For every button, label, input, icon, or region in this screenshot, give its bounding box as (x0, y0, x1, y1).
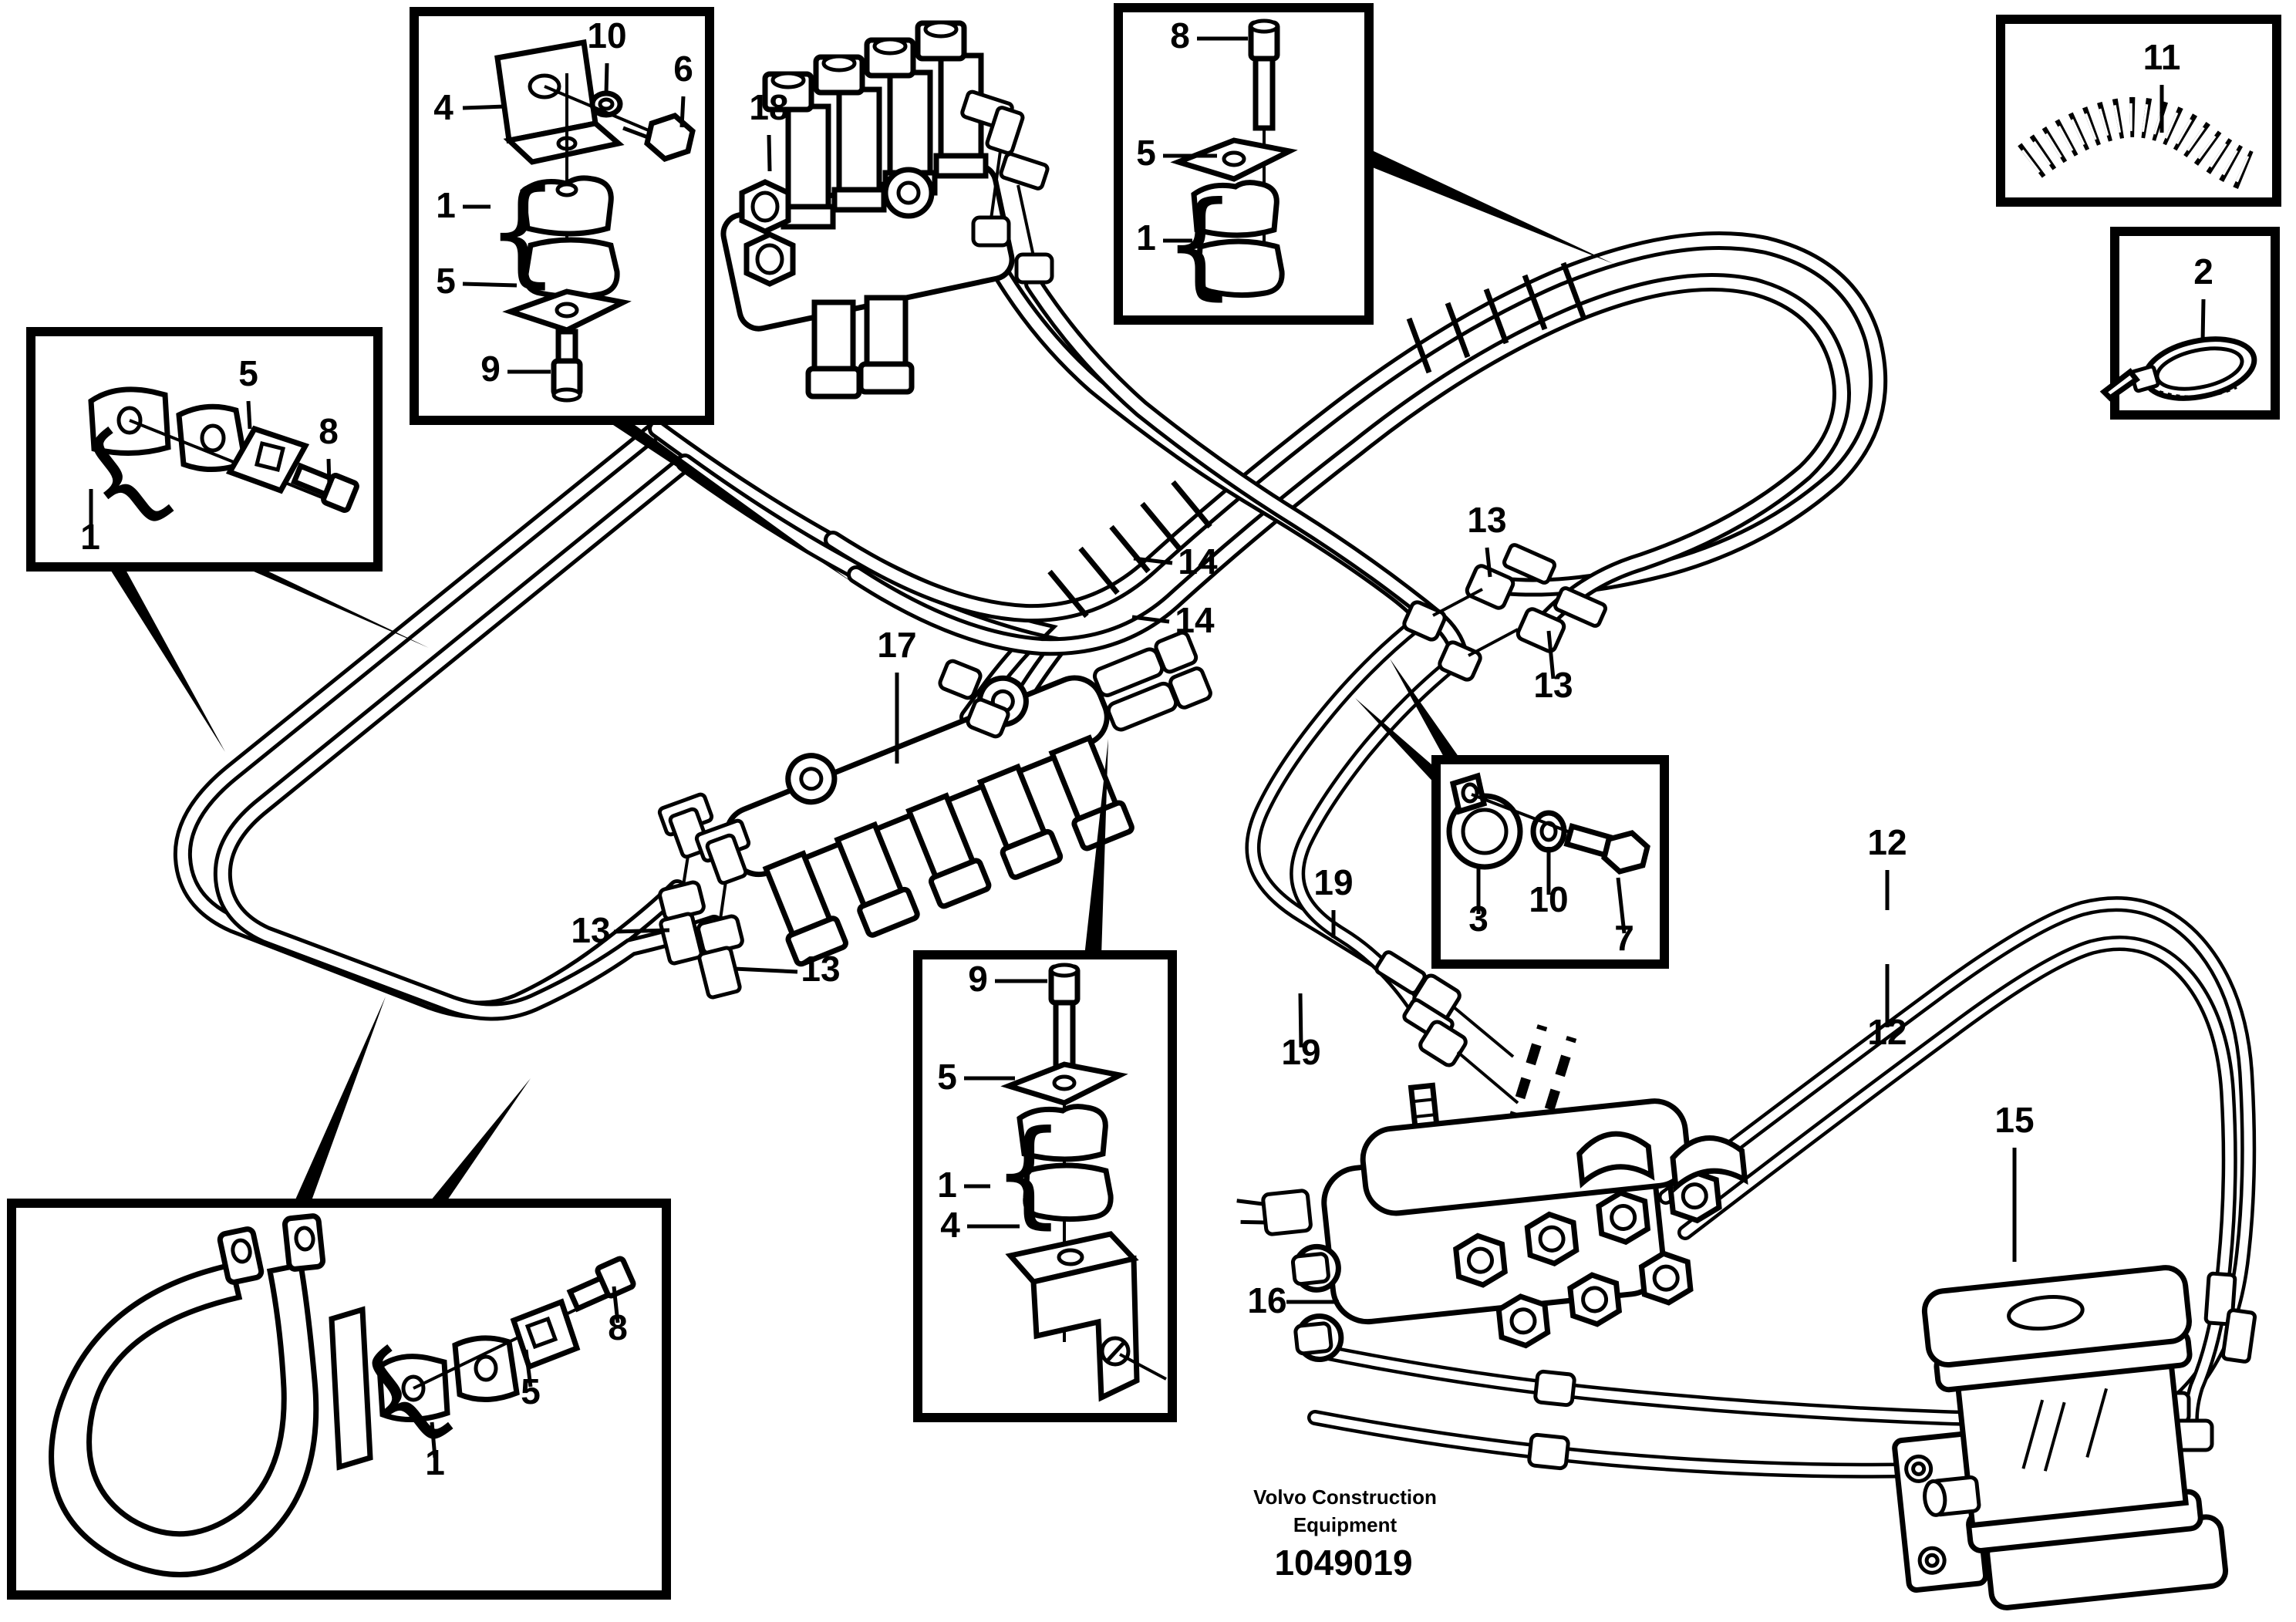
callout-leader-5-6 (246, 400, 252, 430)
brace-box-c: { (1163, 177, 1236, 312)
hose-fittings (658, 543, 2257, 1471)
callout-leader-14-16 (1131, 615, 1170, 624)
callout-leader-4-0 (462, 104, 506, 110)
callout-leader-7-24 (1616, 877, 1627, 934)
callout-leader-10-1 (604, 62, 609, 95)
callout-4-0: 4 (433, 87, 453, 127)
reservoir-15 (1892, 1265, 2229, 1610)
callout-1-35: 1 (425, 1442, 445, 1482)
callout-7-24: 7 (1614, 918, 1634, 958)
callout-1-3: 1 (436, 185, 456, 225)
callout-5-36: 5 (521, 1371, 541, 1411)
footer-company-line1: Volvo Construction (1253, 1485, 1437, 1509)
callout-5-10: 5 (1136, 133, 1156, 173)
callout-8-37: 8 (608, 1307, 628, 1347)
hose-runs (183, 241, 2248, 1471)
callout-leader-8-37 (612, 1286, 620, 1324)
callout-leader-18-12 (767, 134, 772, 172)
callout-3-22: 3 (1468, 899, 1489, 939)
callout-13-19: 13 (801, 949, 840, 989)
callout-18-12: 18 (749, 87, 788, 127)
valve16-top-guards (1576, 1131, 1748, 1193)
callout-leader-13-21 (1546, 630, 1556, 679)
figure-number: 1049019 (1274, 1543, 1412, 1583)
figure-footer: Volvo Construction Equipment 1049019 (1253, 1485, 1437, 1583)
callout-leader-19-26 (1298, 993, 1303, 1048)
valve16-right-fittings (1453, 1168, 1722, 1349)
inset-box-clamp-kit-top (1114, 3, 1374, 325)
valve18-bottom-ports (805, 295, 915, 400)
callout-leader-6-2 (679, 96, 686, 128)
callout-leader-1-35 (430, 1421, 437, 1458)
callout-14-15: 14 (1178, 541, 1218, 582)
valve16-left-sensor (1236, 1189, 1313, 1236)
circlip (49, 1213, 326, 1578)
callout-leader-14-15 (1133, 556, 1173, 565)
callout-2-14: 2 (2193, 251, 2213, 292)
valve16-left-ports (1290, 1243, 1344, 1362)
inset-box-pclamp-kit (1431, 755, 1669, 969)
callout-15-29: 15 (1994, 1100, 2034, 1140)
callout-9-5: 9 (480, 349, 501, 389)
callout-leader-5-4 (462, 282, 518, 288)
callout-19-26: 19 (1281, 1032, 1320, 1072)
callout-10-23: 10 (1529, 879, 1568, 919)
inset-box-circlip-kit (7, 1199, 671, 1600)
callout-leader-13-19 (733, 966, 798, 974)
callout-6-2: 6 (673, 49, 693, 89)
inset-box-clamp-kit-top-left (410, 7, 714, 425)
valve-block-18 (720, 20, 1054, 400)
inset-box-coil (1996, 15, 2281, 207)
callout-16-30: 16 (1247, 1280, 1286, 1320)
callout-5-32: 5 (937, 1057, 957, 1097)
callout-1-8: 1 (80, 517, 100, 557)
callout-12-28: 12 (1867, 1012, 1907, 1052)
callout-5-4: 5 (436, 261, 456, 301)
footer-company-line2: Equipment (1293, 1513, 1397, 1536)
valve18-right-fittings (960, 89, 1054, 285)
callout-leader-13-20 (1485, 547, 1492, 578)
callout-13-21: 13 (1533, 665, 1573, 705)
inset-box-clamp-kit-left (26, 327, 383, 572)
callout-5-6: 5 (238, 353, 258, 393)
callout-1-11: 1 (1136, 218, 1156, 258)
callout-8-7: 8 (319, 411, 339, 451)
callout-4-34: 4 (940, 1205, 960, 1245)
valve-block-16 (1236, 1082, 1748, 1362)
brace-box-b: { (50, 403, 190, 554)
callout-9-31: 9 (968, 959, 988, 999)
brace-box-a: { (486, 165, 559, 299)
inset-box-clamp-kit-middle (913, 950, 1177, 1422)
callout-8-9: 8 (1170, 15, 1190, 56)
inset-box-cable-tie (2099, 227, 2280, 420)
callout-13-18: 13 (571, 910, 610, 950)
hose-wrap-hatching (1047, 261, 1586, 619)
callout-1-33: 1 (937, 1165, 957, 1205)
brace-box-d: { (992, 1106, 1065, 1240)
callout-12-27: 12 (1867, 822, 1907, 862)
valve17-left-elbows (657, 792, 751, 885)
valve17-ports (762, 734, 1135, 967)
callout-11-13: 11 (2143, 37, 2181, 77)
callout-leader-5-36 (524, 1349, 533, 1388)
valve18-left-plugs (739, 179, 796, 287)
wedge-leaders (110, 150, 1613, 1205)
callout-17-17: 17 (877, 625, 916, 665)
callout-14-16: 14 (1175, 600, 1215, 640)
callout-10-1: 10 (587, 15, 626, 56)
callout-13-20: 13 (1467, 500, 1506, 540)
callout-leader-13-18 (613, 928, 670, 934)
callout-19-25: 19 (1313, 862, 1353, 902)
valve-block-17 (657, 630, 1212, 967)
